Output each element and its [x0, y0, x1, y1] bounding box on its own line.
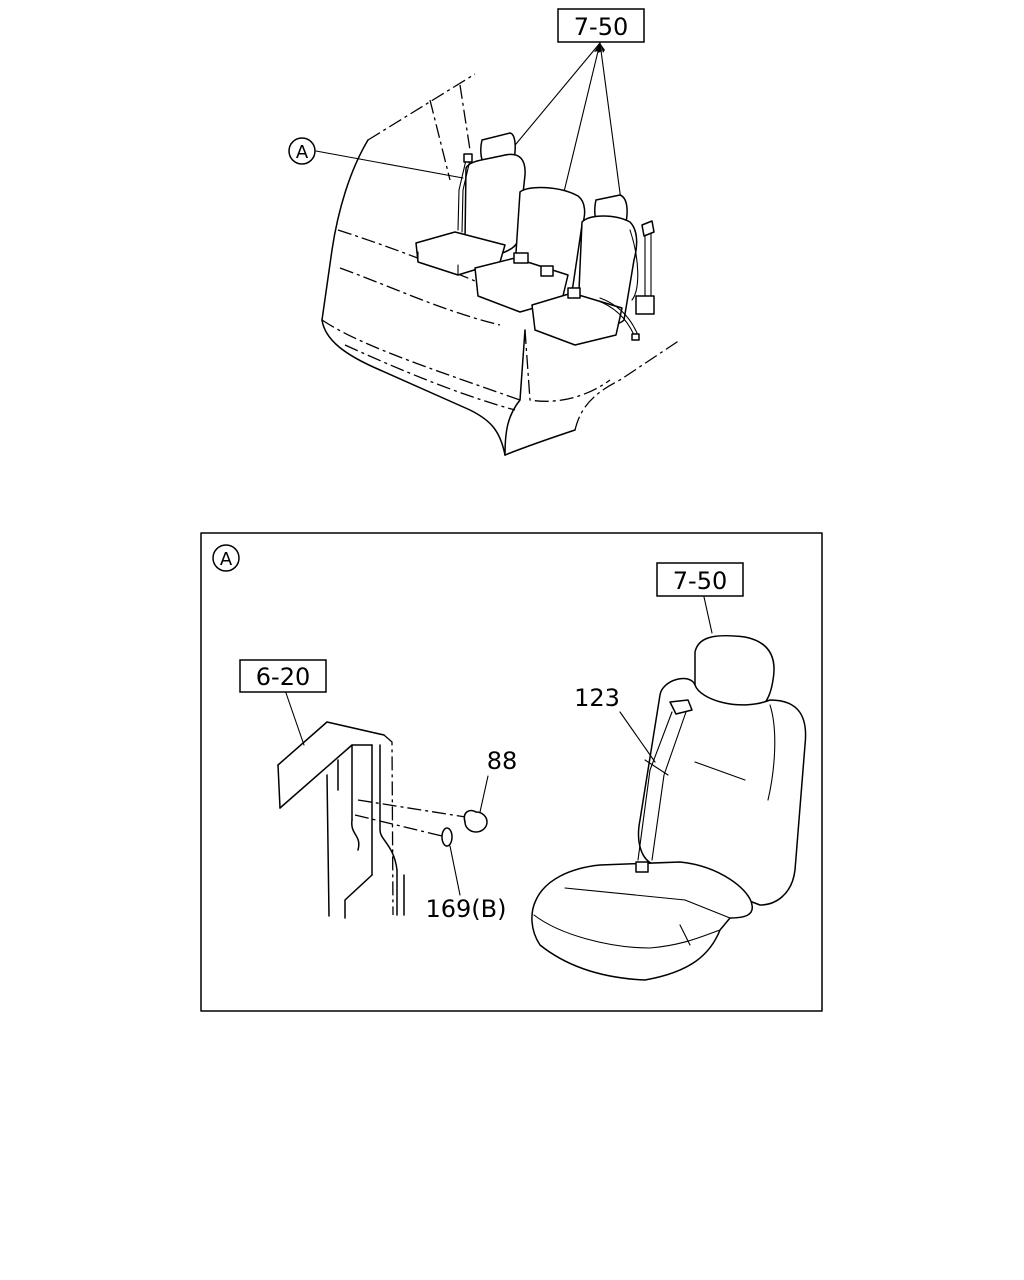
ref-label-7-50-detail: 7-50 — [673, 567, 727, 595]
right-belt-retractor — [635, 220, 655, 315]
part-label-123: 123 — [574, 684, 620, 712]
ref-label-7-50-top: 7-50 — [574, 13, 628, 41]
callout-a-label-top: A — [296, 142, 309, 163]
part-169b-clip: 169(B) — [426, 827, 507, 923]
passenger-seat — [531, 194, 640, 346]
callout-a-circle-top — [288, 137, 316, 165]
part-label-88: 88 — [487, 747, 518, 775]
callout-a-circle-detail — [212, 544, 240, 572]
detail-a-frame — [200, 532, 823, 1012]
ref-box-7-50-top — [557, 8, 645, 43]
ref-box-6-20 — [239, 659, 327, 693]
callout-a-label-detail: A — [220, 549, 233, 570]
part-88-cap: 88 — [463, 747, 518, 833]
cab-overview-illustration: 7-50 A — [288, 8, 681, 456]
part-label-169b: 169(B) — [426, 895, 507, 923]
ref-box-7-50-detail — [656, 562, 744, 597]
driver-seat — [415, 132, 526, 276]
pillar-6-20 — [277, 721, 473, 919]
detail-a: A 7-50 6-20 88 — [212, 544, 807, 981]
leader-lines-7-50 — [510, 42, 623, 209]
ref-label-6-20: 6-20 — [256, 663, 310, 691]
seat-7-50-detail: 123 — [531, 634, 807, 981]
